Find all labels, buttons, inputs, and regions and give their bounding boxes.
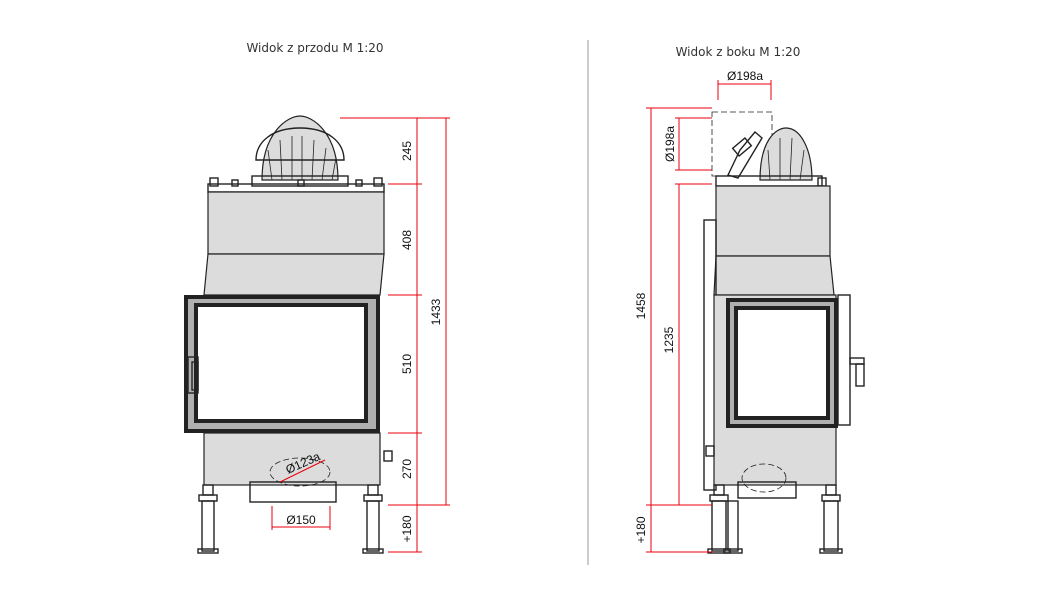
front-dim-1433: 1433 [429, 298, 443, 325]
front-lower-body [203, 432, 381, 486]
front-door [184, 295, 380, 433]
front-dim-bottom: Ø150 [271, 506, 331, 530]
side-dim-phi198-top: Ø198a [727, 69, 763, 83]
front-dome [251, 115, 349, 187]
side-taper [713, 255, 835, 296]
side-dome [715, 127, 827, 187]
front-dim-180: +180 [400, 515, 414, 542]
side-view-title: Widok z boku M 1:20 [676, 45, 801, 59]
side-air-inlet [705, 445, 797, 499]
front-dim-510: 510 [400, 354, 414, 374]
side-dim-1235: 1235 [662, 326, 676, 353]
side-view: Widok z boku M 1:20 Ø198a Ø198a [634, 45, 865, 554]
side-dim-chain: 1458 1235 +180 [634, 107, 712, 553]
front-view: Widok z przodu M 1:20 [184, 41, 450, 554]
front-upper-body [207, 191, 385, 255]
side-dim-1458: 1458 [634, 292, 648, 319]
front-top-plate [207, 183, 385, 193]
side-dim-top: Ø198a [717, 69, 772, 100]
front-dim-chain: 245 408 510 270 +180 1433 [340, 117, 450, 553]
side-upper-body [715, 185, 831, 257]
front-dim-408: 408 [400, 230, 414, 250]
front-feet [197, 484, 384, 554]
front-dim-phi150: Ø150 [286, 513, 316, 527]
front-view-title: Widok z przodu M 1:20 [246, 41, 383, 55]
front-dim-245: 245 [400, 141, 414, 161]
side-dim-180: +180 [634, 516, 648, 543]
front-taper [203, 253, 385, 296]
side-feet [707, 484, 843, 554]
side-dim-flue-side: Ø198a [663, 117, 712, 171]
side-dim-phi198-side: Ø198a [663, 126, 677, 162]
side-door [726, 294, 865, 428]
front-dim-270: 270 [400, 459, 414, 479]
